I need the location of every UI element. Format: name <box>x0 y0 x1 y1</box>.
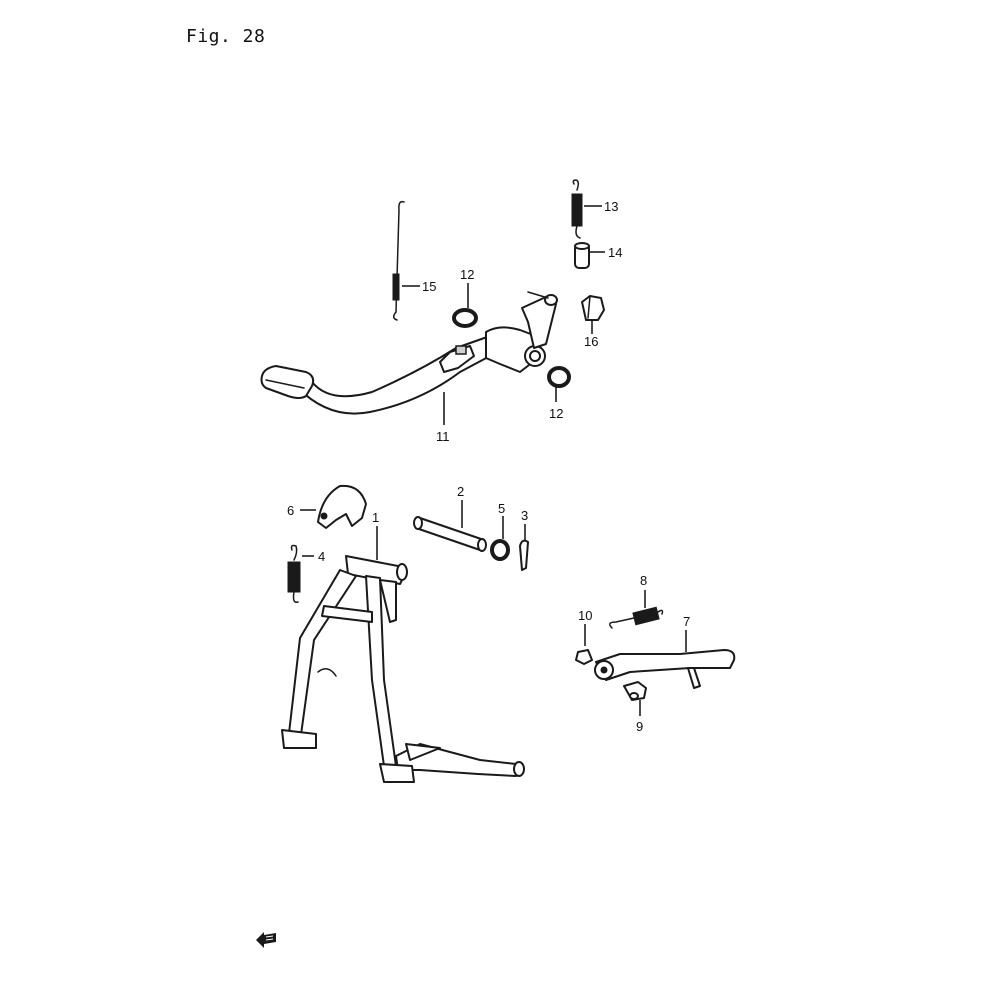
part-10-nut <box>575 624 593 665</box>
callout-4: 4 <box>318 549 325 564</box>
callout-12-upper: 12 <box>460 267 474 282</box>
callout-5: 5 <box>498 501 505 516</box>
part-9-bolt <box>623 681 647 716</box>
part-15-rod-spring <box>392 200 420 321</box>
part-5-washer <box>490 516 510 561</box>
callout-14: 14 <box>608 245 622 260</box>
figure-title: Fig. 28 <box>186 26 266 47</box>
part-11-brake-pedal <box>260 291 558 425</box>
callout-3: 3 <box>521 508 528 523</box>
part-16-stopper <box>581 295 605 334</box>
callout-2: 2 <box>457 484 464 499</box>
part-12-oring-lower <box>547 366 571 402</box>
callout-12-lower: 12 <box>549 406 563 421</box>
callout-10: 10 <box>578 608 592 623</box>
callout-6: 6 <box>287 503 294 518</box>
callout-8: 8 <box>640 573 647 588</box>
callout-1: 1 <box>372 510 379 525</box>
callout-13: 13 <box>604 199 618 214</box>
part-2-pivot-shaft <box>413 500 487 552</box>
part-13-spring <box>571 179 602 239</box>
part-7-side-stand <box>594 630 736 689</box>
front-arrow-icon <box>256 932 276 948</box>
part-8-side-stand-spring <box>609 590 664 629</box>
part-12-oring-upper <box>452 283 478 328</box>
callout-11: 11 <box>436 429 450 444</box>
callout-9: 9 <box>636 719 643 734</box>
part-6-cover-plate <box>300 484 367 529</box>
part-1-main-stand <box>281 526 525 783</box>
part-3-cotter-pin <box>519 524 529 571</box>
callout-15: 15 <box>422 279 436 294</box>
callout-7: 7 <box>683 614 690 629</box>
callout-16: 16 <box>584 334 598 349</box>
part-14-sleeve <box>574 242 605 269</box>
part-4-stand-spring <box>287 544 314 604</box>
